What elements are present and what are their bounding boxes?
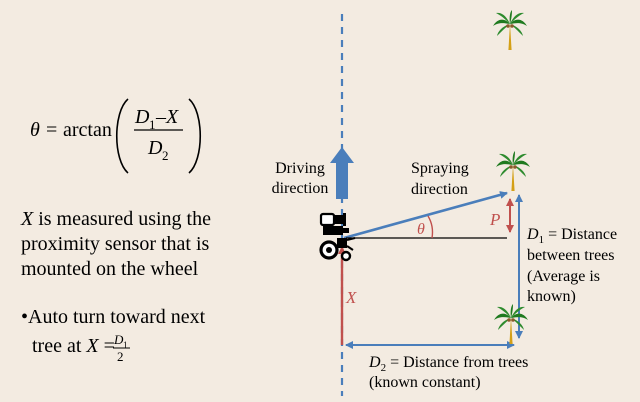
auto-turn-frac-den: 2 [117, 349, 124, 364]
d2-label-line-1: D2 = Distance from trees [368, 354, 528, 374]
palm-tree-icon [494, 304, 528, 344]
theta-formula: θ = arctan D 1 – X D 2 [30, 99, 200, 173]
spraying-direction-arrow [344, 193, 507, 238]
auto-turn-prefix: tree at [32, 335, 86, 357]
formula-num-d: D [134, 106, 150, 128]
d1-label-line-2: between trees [527, 247, 615, 264]
p-label: P [489, 210, 500, 229]
x-measured-note: X is measured using the proximity sensor… [20, 208, 211, 280]
driving-label-line-1: Driving [275, 160, 325, 177]
theta-arc [428, 216, 433, 238]
driving-direction-arrow [330, 147, 354, 199]
d1-label-line-3: (Average is [527, 268, 600, 285]
x-measured-text: is measured using the [33, 208, 211, 230]
formula-den-sub: 2 [162, 148, 169, 163]
x-measured-line-3: mounted on the wheel [21, 258, 199, 280]
d2-text: = Distance from trees [386, 354, 528, 371]
auto-turn-line-2: tree at X = [32, 335, 115, 357]
driving-label-line-2: direction [272, 180, 329, 197]
palm-tree-icon [493, 10, 527, 50]
x-measured-line-2: proximity sensor that is [21, 233, 210, 255]
d1-var: D [526, 226, 539, 243]
formula-left-paren [117, 99, 128, 173]
theta-label: θ [417, 221, 425, 238]
x-label: X [345, 288, 357, 307]
auto-turn-var: X [85, 335, 99, 357]
d1-label-line-1: D1 = Distance [526, 226, 617, 246]
palm-tree-icon [496, 151, 530, 191]
formula-equals: = [46, 119, 57, 141]
spraying-label-line-1: Spraying [411, 160, 469, 177]
formula-func: arctan [63, 119, 112, 141]
x-measured-line-1: X is measured using the [20, 208, 211, 230]
x-measured-var: X [20, 208, 34, 230]
formula-right-paren [189, 99, 200, 173]
auto-turn-eq: = [99, 335, 115, 357]
auto-turn-note: •Auto turn toward next tree at X = D 1 2 [21, 306, 206, 364]
d2-var: D [368, 354, 381, 371]
d2-label-line-2: (known constant) [369, 374, 481, 391]
d1-text: = Distance [544, 226, 617, 243]
d1-label-line-4: known) [527, 288, 576, 305]
auto-turn-line-1: •Auto turn toward next [21, 306, 206, 328]
formula-num-x: X [165, 106, 179, 128]
formula-den-d: D [147, 137, 163, 159]
spraying-label-line-2: direction [411, 181, 468, 198]
formula-theta: θ [30, 119, 40, 141]
